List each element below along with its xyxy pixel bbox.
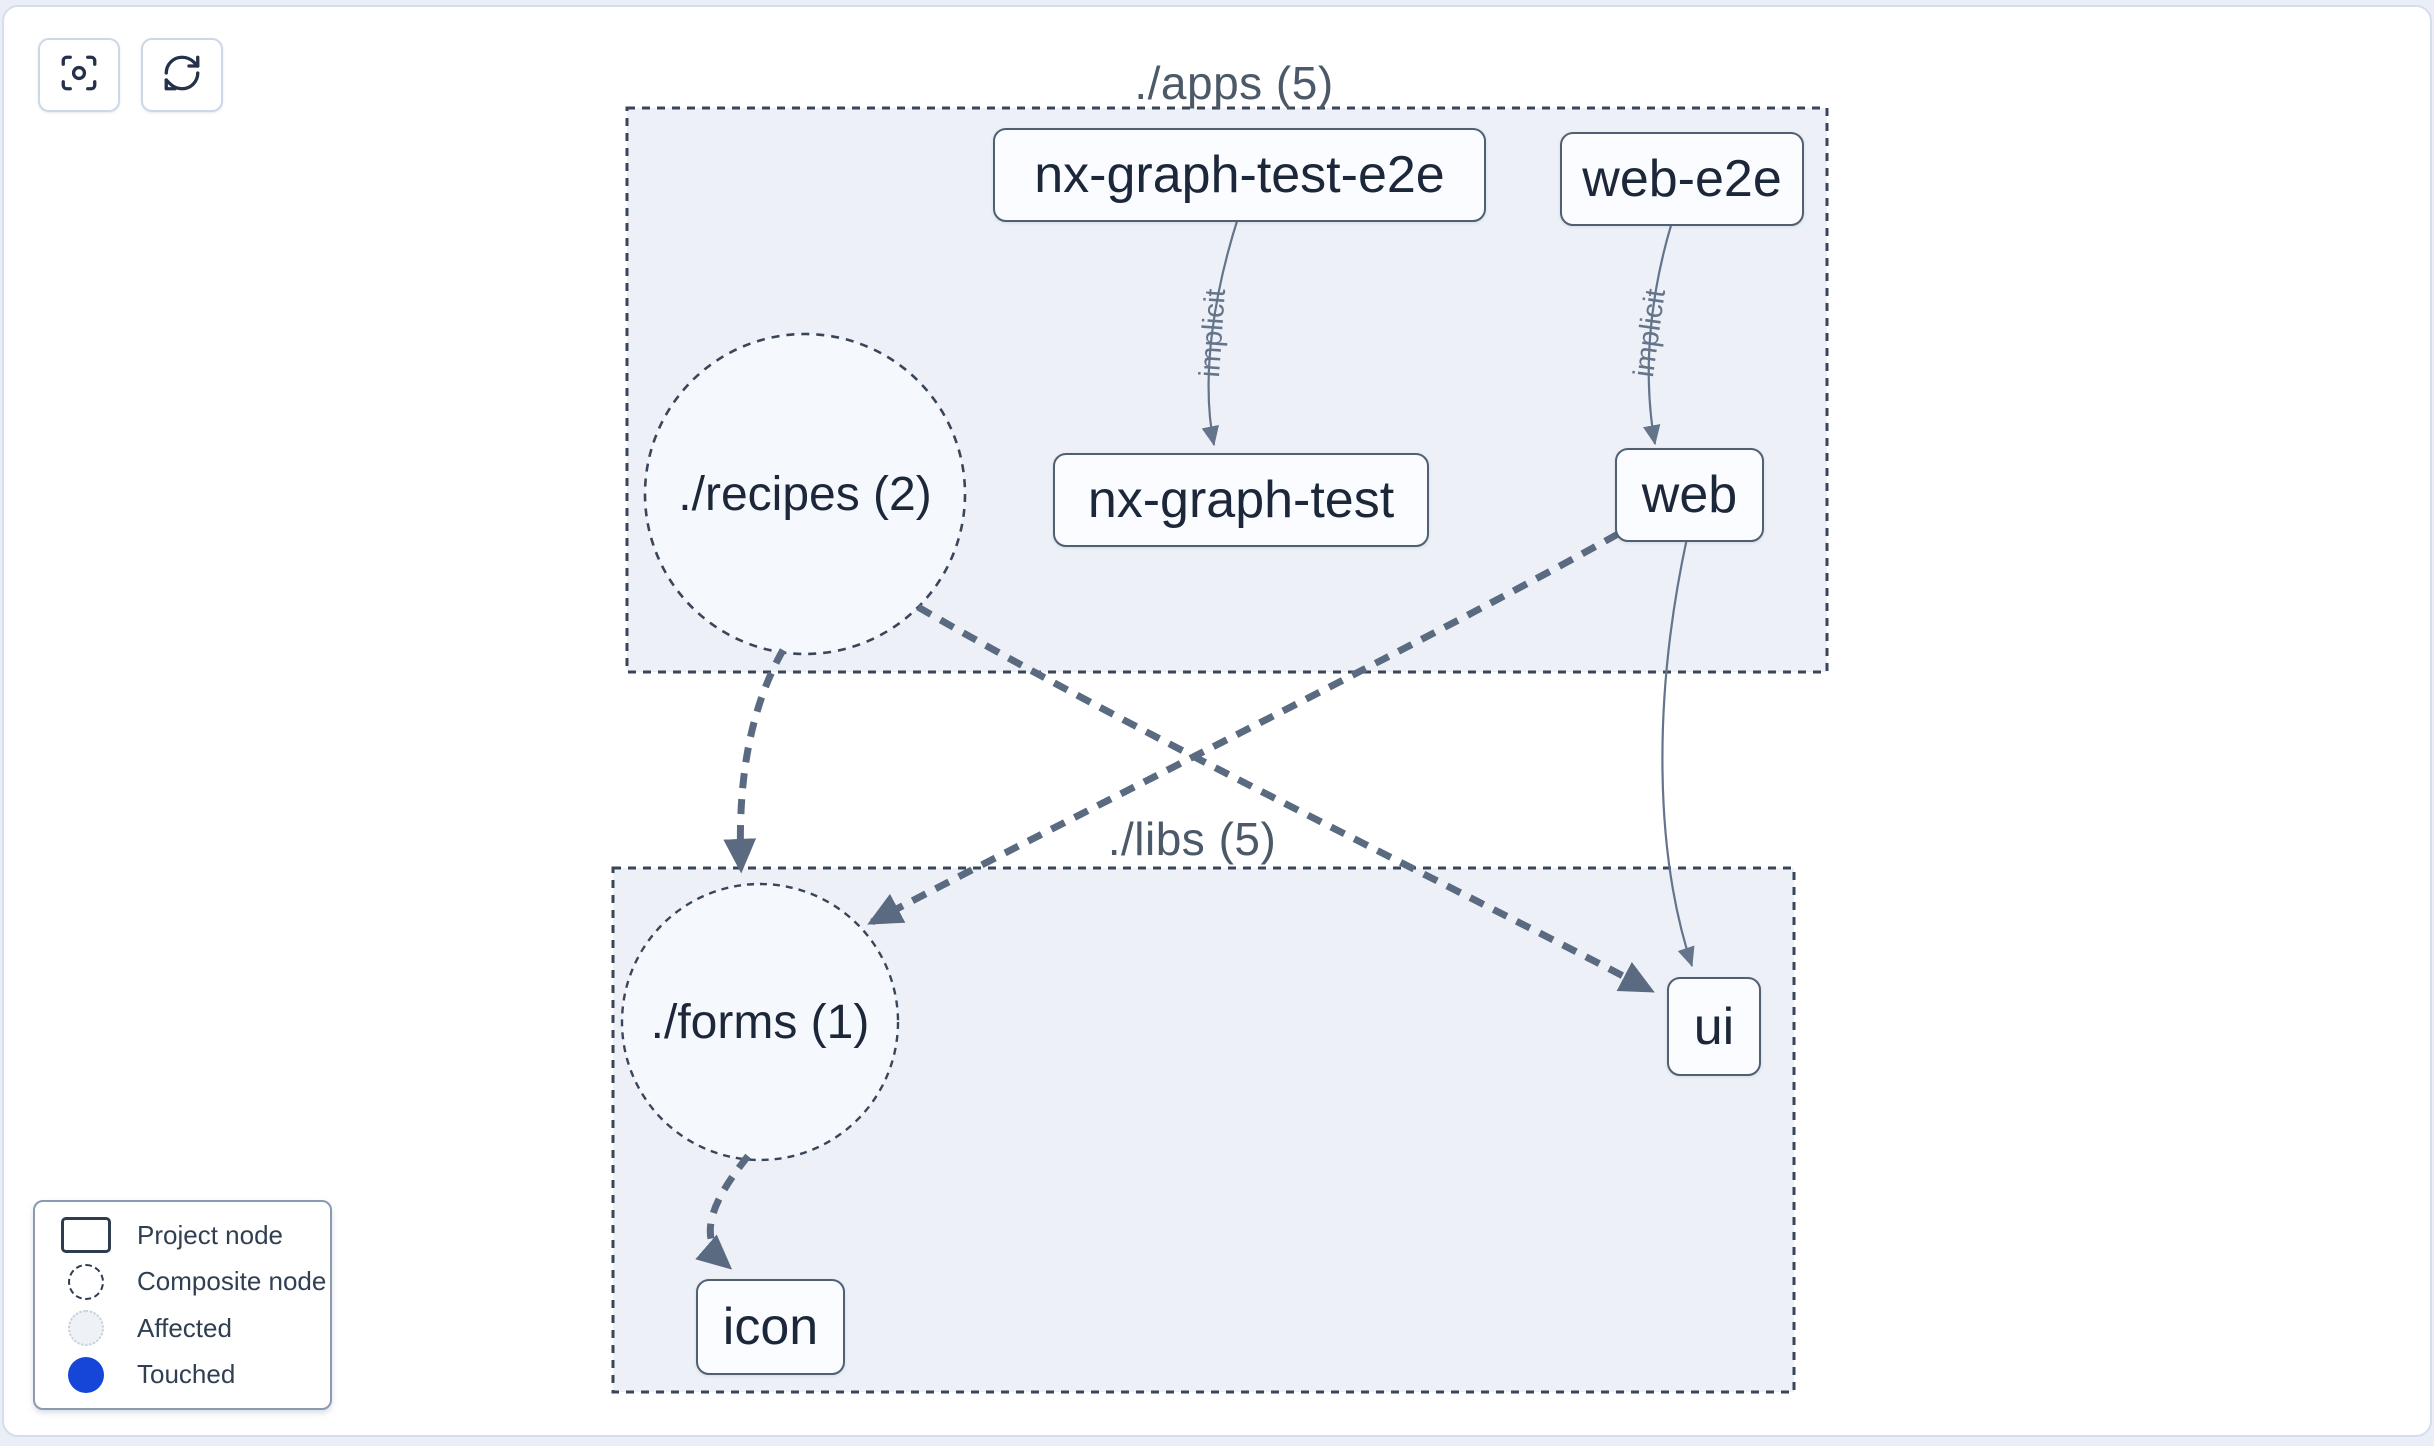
legend-label: Touched xyxy=(137,1359,236,1390)
composite-node-forms[interactable]: ./forms (1) xyxy=(650,995,870,1049)
edge-nx-graph-test-e2e-to-nx-graph-test xyxy=(1201,217,1240,447)
group-title-libs: ./libs (5) xyxy=(1107,813,1277,865)
affected-swatch xyxy=(61,1310,111,1347)
project-node-swatch xyxy=(61,1217,111,1254)
edge-forms-to-icon xyxy=(695,1153,751,1270)
node-web-e2e[interactable]: web-e2e xyxy=(1560,132,1804,226)
edge-web-to-ui xyxy=(1661,537,1695,968)
edge-recipes-to-ui xyxy=(916,603,1655,994)
touched-color-dot xyxy=(68,1356,104,1393)
focus-button[interactable] xyxy=(38,38,120,112)
node-nx-graph-test-e2e[interactable]: nx-graph-test-e2e xyxy=(993,128,1486,222)
node-web[interactable]: web xyxy=(1615,448,1764,542)
legend: Project node Composite node Affected Tou… xyxy=(33,1200,332,1410)
legend-item-touched: Touched xyxy=(35,1356,330,1393)
group-title-apps: ./apps (5) xyxy=(1134,57,1334,109)
refresh-button[interactable] xyxy=(141,38,223,112)
node-ui[interactable]: ui xyxy=(1667,977,1761,1076)
legend-label: Composite node xyxy=(137,1266,327,1297)
legend-item-composite-node: Composite node xyxy=(35,1263,330,1300)
legend-item-project-node: Project node xyxy=(35,1217,330,1254)
toolbar xyxy=(38,38,223,112)
edge-web-e2e-to-web xyxy=(1643,221,1674,446)
composite-node-recipes[interactable]: ./recipes (2) xyxy=(678,467,932,521)
node-icon[interactable]: icon xyxy=(696,1279,845,1375)
legend-label: Project node xyxy=(137,1219,283,1250)
touched-swatch xyxy=(61,1356,111,1393)
legend-label: Affected xyxy=(137,1312,232,1343)
refresh-icon xyxy=(161,52,203,99)
edge-recipes-to-forms xyxy=(723,648,787,874)
composite-circle-recipes xyxy=(643,332,967,656)
composite-circle-forms xyxy=(620,882,900,1162)
focus-icon xyxy=(58,52,100,99)
legend-item-affected: Affected xyxy=(35,1310,330,1347)
composite-node-swatch xyxy=(61,1263,111,1300)
edge-web-to-forms xyxy=(867,530,1620,926)
node-nx-graph-test[interactable]: nx-graph-test xyxy=(1053,453,1429,547)
